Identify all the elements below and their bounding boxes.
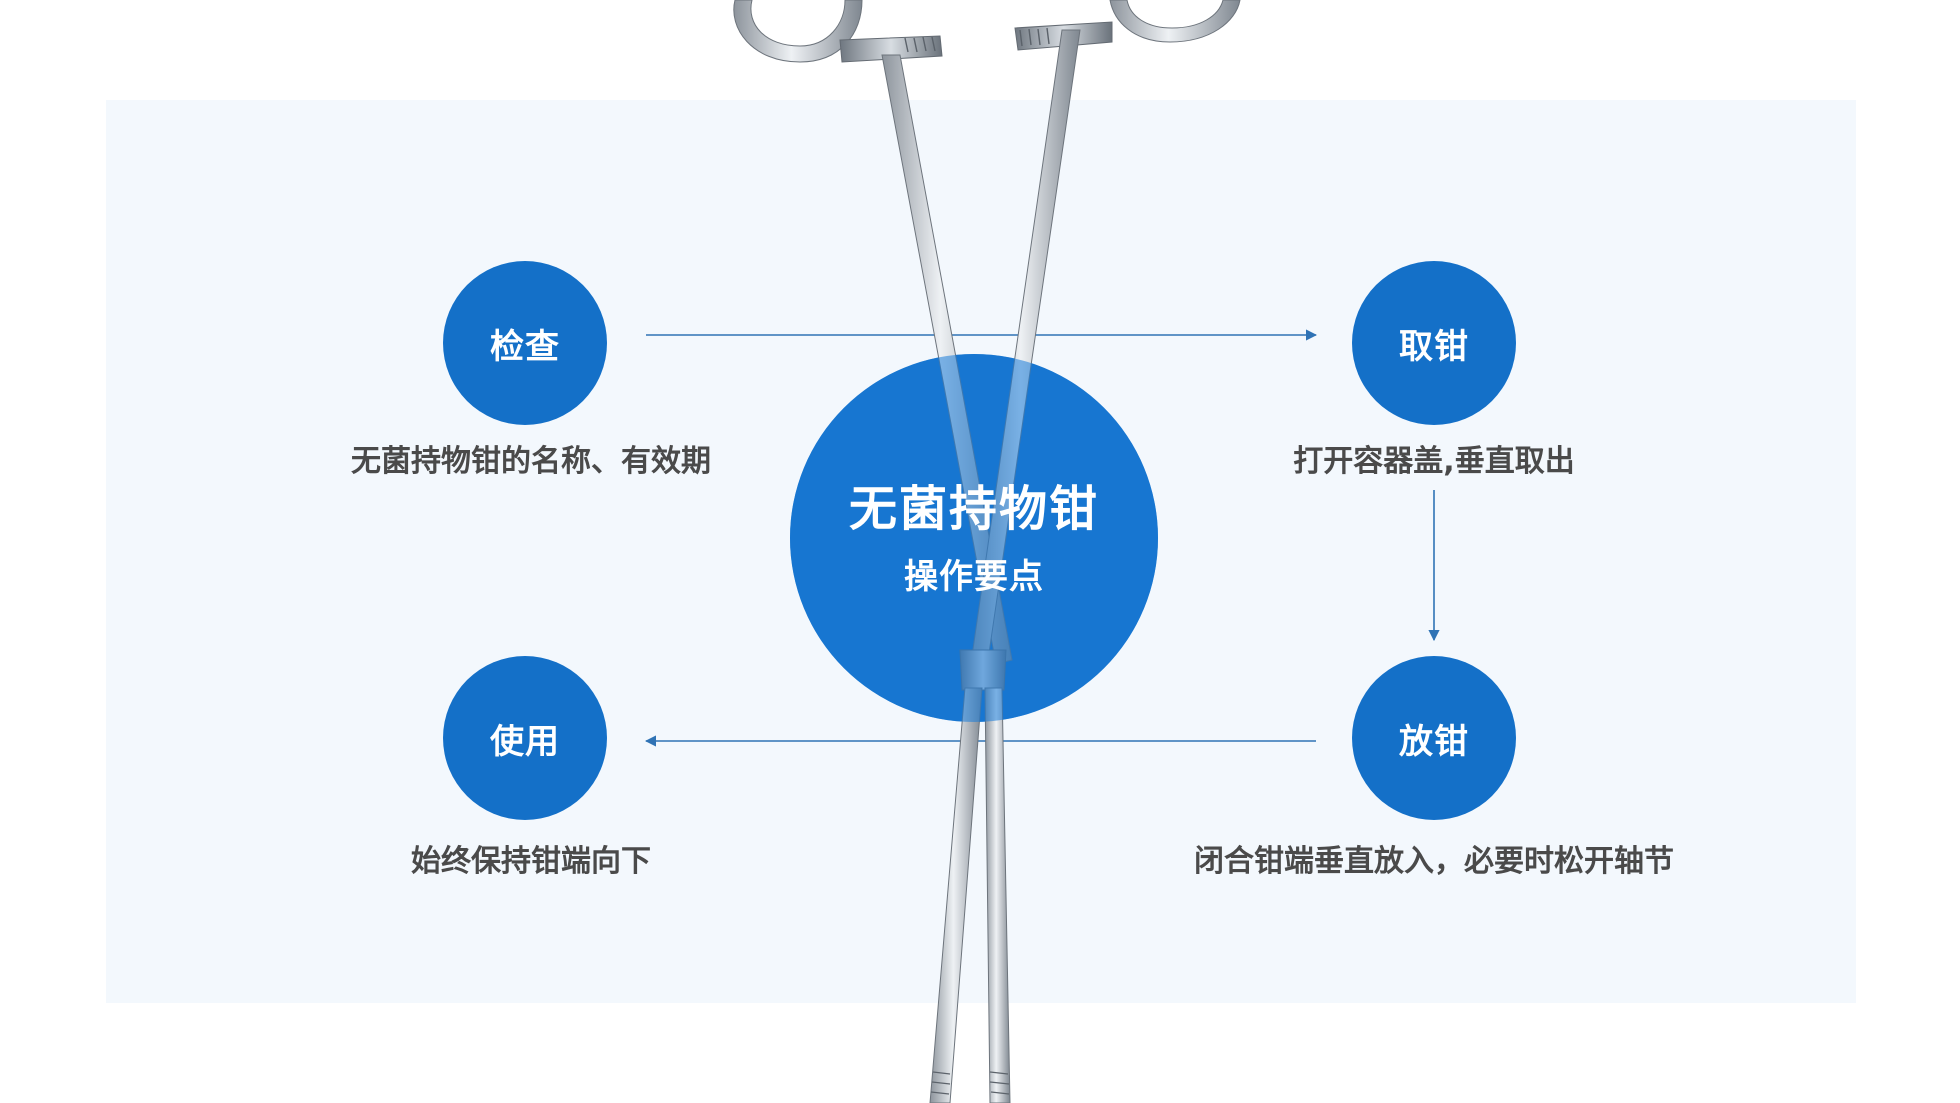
center-title: 无菌持物钳 bbox=[849, 469, 1099, 539]
step-description-check: 无菌持物钳的名称、有效期 bbox=[221, 436, 841, 480]
step-node-use: 使用 bbox=[443, 656, 607, 820]
step-node-take: 取钳 bbox=[1352, 261, 1516, 425]
center-subtitle: 操作要点 bbox=[904, 549, 1044, 598]
step-description-use: 始终保持钳端向下 bbox=[221, 836, 841, 880]
step-description-take: 打开容器盖,垂直取出 bbox=[1124, 436, 1744, 480]
center-label: 无菌持物钳 操作要点 bbox=[790, 354, 1158, 722]
step-description-put: 闭合钳端垂直放入，必要时松开轴节 bbox=[1124, 836, 1744, 880]
step-node-check: 检查 bbox=[443, 261, 607, 425]
step-node-put: 放钳 bbox=[1352, 656, 1516, 820]
